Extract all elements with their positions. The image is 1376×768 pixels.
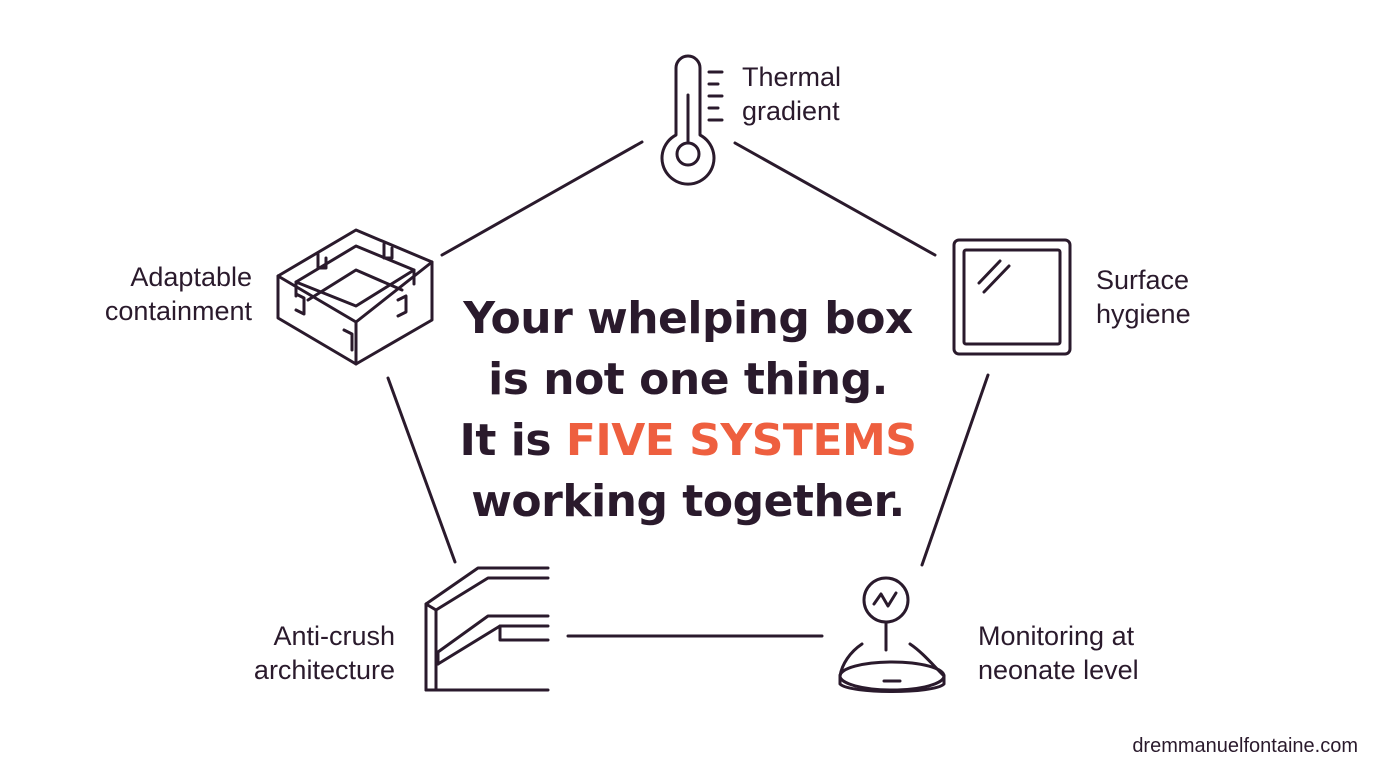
label-line: architecture [253, 655, 395, 685]
connector-surface-monitoring [920, 373, 990, 567]
monitor-sensor-icon [838, 576, 946, 693]
connector-anticrush-containment [386, 376, 457, 564]
headline-line-3: It is FIVE SYSTEMS [400, 410, 976, 471]
label-line: Anti-crush [273, 621, 395, 651]
headline-line-4: working together. [471, 476, 905, 527]
headline: Your whelping box is not one thing. It i… [400, 288, 976, 532]
label-thermal-gradient: Thermal gradient [742, 60, 841, 128]
box-panels-icon [276, 228, 434, 366]
rail-wall-icon [424, 566, 550, 692]
label-line: neonate level [978, 655, 1139, 685]
label-line: Surface [1096, 265, 1190, 295]
headline-line-2: is not one thing. [488, 354, 888, 405]
label-monitoring: Monitoring at neonate level [978, 619, 1139, 687]
label-line: Monitoring at [978, 621, 1135, 651]
connector-containment-thermal [440, 140, 644, 257]
label-adaptable-containment: Adaptable containment [105, 260, 252, 328]
label-line: Thermal [742, 62, 842, 92]
label-surface-hygiene: Surface hygiene [1096, 263, 1191, 331]
thermometer-icon [660, 54, 724, 186]
headline-prefix: It is [459, 415, 566, 466]
label-line: containment [104, 296, 252, 326]
headline-line-1: Your whelping box [463, 293, 913, 344]
label-line: hygiene [1096, 299, 1191, 329]
footer-url: dremmanuelfontaine.com [1132, 735, 1358, 757]
glass-panel-icon [952, 238, 1072, 356]
label-anti-crush: Anti-crush architecture [254, 619, 395, 687]
connector-thermal-surface [733, 141, 937, 257]
headline-highlight: FIVE SYSTEMS [565, 415, 917, 466]
label-line: Adaptable [130, 262, 252, 292]
label-line: gradient [742, 96, 840, 126]
